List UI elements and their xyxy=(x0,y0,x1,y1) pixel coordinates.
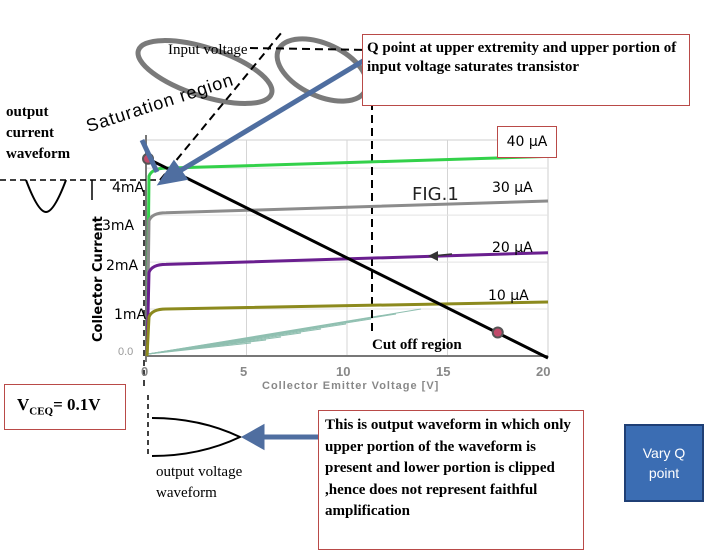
annotation-arrows xyxy=(139,55,453,451)
y-label-3ma: 3mA xyxy=(102,218,135,234)
output-voltage-waveform-label: output voltage waveform xyxy=(156,464,243,501)
fig-label: FIG.1 xyxy=(412,184,459,205)
vceq-subscript: CEQ xyxy=(29,405,54,418)
x-tick-5: 5 xyxy=(240,364,248,379)
y-axis-label: Collector Current xyxy=(91,216,106,342)
y-tick-zero: 0.0 xyxy=(118,346,134,358)
q-point-projection-dashed xyxy=(249,47,373,51)
x-tick-20: 20 xyxy=(536,364,551,379)
ib-curve-1 xyxy=(145,199,549,357)
y-label-4ma: 4mA xyxy=(112,180,145,196)
output-current-waveform xyxy=(25,179,67,214)
x-axis-label: Collector Emitter Voltage [V] xyxy=(262,380,440,392)
input-voltage-label: Input voltage xyxy=(168,42,248,58)
cutoff-region-label: Cut off region xyxy=(372,337,462,353)
ib-curve-2 xyxy=(145,251,549,357)
vceq-value: = 0.1V xyxy=(53,395,101,414)
ib-30-label: 30 µA xyxy=(492,180,533,196)
grid-lines xyxy=(145,135,549,362)
input-voltage-axis-dashed xyxy=(159,31,283,181)
q-point-1 xyxy=(491,326,504,339)
vary-q-point-button[interactable]: Vary Q point xyxy=(624,424,704,502)
y-label-2ma: 2mA xyxy=(106,258,139,274)
x-tick-15: 15 xyxy=(436,364,451,379)
output-voltage-waveform xyxy=(147,395,243,457)
ib-20-label: 20 µA xyxy=(492,240,533,256)
ib-10-label: 10 µA xyxy=(488,288,529,304)
q-point-note: Q point at upper extremity and upper por… xyxy=(362,34,690,106)
ib-40-label: 40 µA xyxy=(497,126,557,158)
x-tick-10: 10 xyxy=(336,364,351,379)
y-label-1ma: 1mA xyxy=(114,307,147,323)
x-tick-0: 0 xyxy=(141,364,149,379)
saturation-fan-line xyxy=(147,308,422,355)
vceq-symbol: V xyxy=(17,395,30,414)
ib-curve-3 xyxy=(145,300,549,357)
output-note: This is output waveform in which only up… xyxy=(318,410,584,550)
output-current-waveform-label: output current waveform xyxy=(6,104,71,162)
vceq-box: VCEQ= 0.1V xyxy=(4,384,126,430)
load-line xyxy=(147,157,549,360)
